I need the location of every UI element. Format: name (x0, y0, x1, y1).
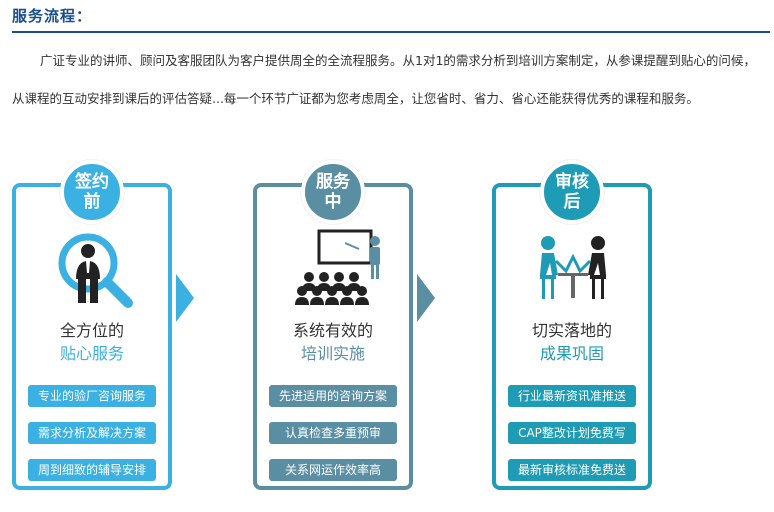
service-item: 周到细致的辅导安排 (28, 459, 156, 481)
presentation-audience-icon (257, 227, 409, 311)
service-item: 专业的验厂咨询服务 (28, 385, 156, 407)
badge-line: 后 (563, 192, 581, 212)
stage-subtitle: 贴心服务 (59, 344, 124, 363)
service-item: 认真检查多重预审 (269, 422, 397, 444)
badge-line: 中 (324, 192, 342, 212)
service-item: 关系网运作效率高 (269, 459, 397, 481)
intro-paragraph: 广证专业的讲师、顾问及客服团队为客户提供周全的全流程服务。从1对1的需求分析到培… (12, 53, 756, 106)
stage-badge-post-audit: 审核后 (540, 160, 604, 224)
service-item: 先进适用的咨询方案 (269, 385, 397, 407)
service-item: 最新审核标准免费送 (508, 459, 636, 481)
badge-line: 签约 (75, 172, 109, 192)
header-divider (12, 31, 770, 33)
badge-line: 前 (83, 192, 101, 212)
stage-card-in-service: 系统有效的 培训实施 先进适用的咨询方案 认真检查多重预审 关系网运作效率高 (253, 183, 413, 490)
stage-title: 全方位的 (59, 321, 124, 340)
stage-title: 切实落地的 (531, 321, 612, 340)
handshake-meeting-icon (496, 227, 648, 311)
section-title: 服务流程： (12, 7, 93, 25)
service-item: 行业最新资讯准推送 (508, 385, 636, 407)
badge-line: 审核 (555, 172, 589, 192)
service-item: 需求分析及解决方案 (28, 422, 156, 444)
magnifier-person-icon (16, 227, 168, 311)
flow-arrow (176, 274, 194, 322)
stage-subtitle: 培训实施 (300, 344, 365, 363)
service-item: CAP整改计划免费写 (508, 422, 636, 444)
stage-card-post-audit: 切实落地的 成果巩固 行业最新资讯准推送 CAP整改计划免费写 最新审核标准免费… (492, 183, 652, 490)
stage-subtitle: 成果巩固 (539, 344, 604, 363)
stage-title: 系统有效的 (292, 321, 373, 340)
flow-arrow (417, 274, 435, 322)
badge-line: 服务 (316, 172, 350, 192)
stage-card-pre-sign: 全方位的 贴心服务 专业的验厂咨询服务 需求分析及解决方案 周到细致的辅导安排 (12, 183, 172, 490)
stage-badge-in-service: 服务中 (301, 160, 365, 224)
stage-badge-pre-sign: 签约前 (60, 160, 124, 224)
section-header: 服务流程： (0, 0, 774, 34)
